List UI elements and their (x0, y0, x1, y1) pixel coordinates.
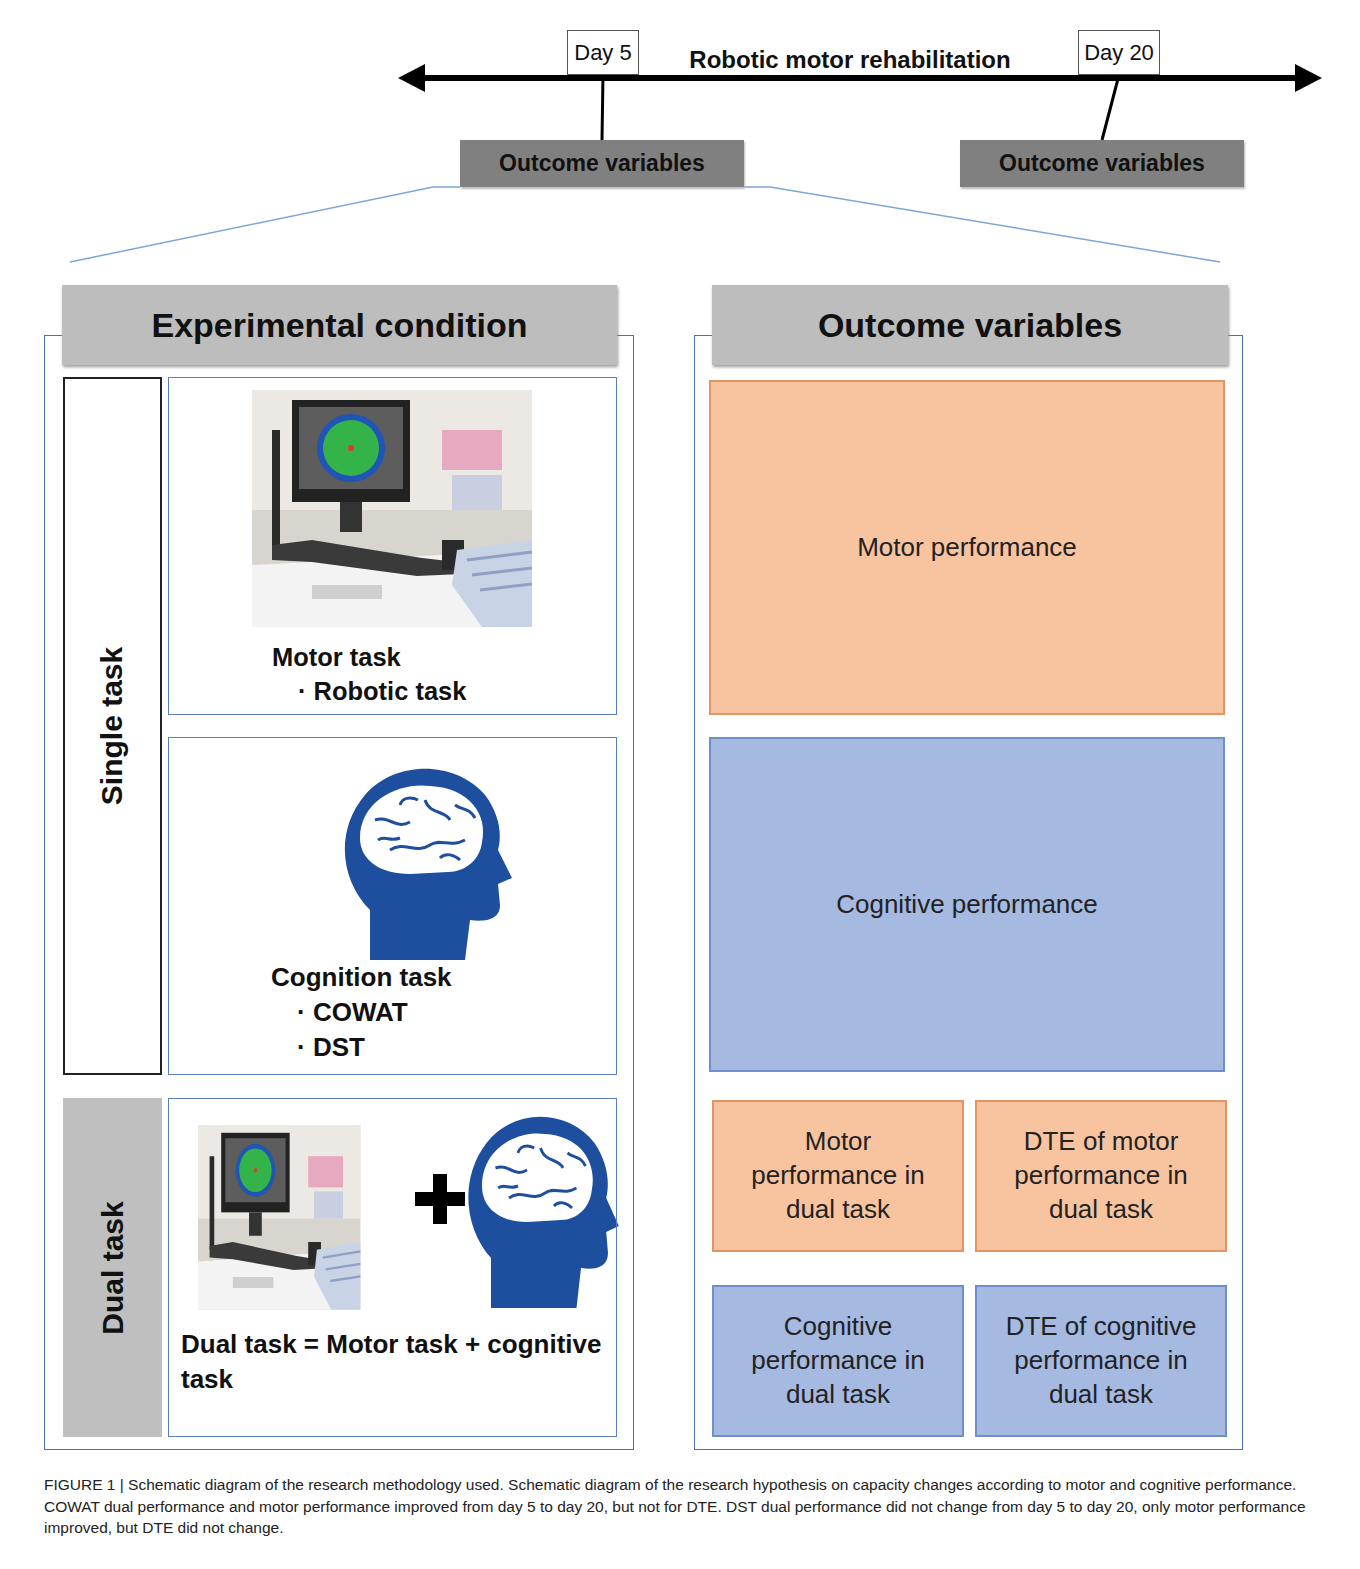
robot-photo (198, 1125, 360, 1310)
band-label: Dual task (96, 1201, 130, 1334)
outcome-box: Outcome variables (460, 140, 744, 187)
robot-photo (252, 390, 532, 627)
task-title: Dual task = Motor task + cognitive task (181, 1327, 606, 1397)
band-label: Single task (96, 647, 130, 805)
panel: Experimental conditionSingle task Motor t… (44, 285, 634, 1450)
box-label: Motor performance (857, 531, 1077, 565)
box-label: Outcome variables (999, 150, 1205, 177)
brain-head-icon (468, 1117, 618, 1308)
box-label: Motor performance in dual task (730, 1125, 946, 1226)
outcome-box: Motor performance (709, 380, 1225, 715)
zoom-line (70, 187, 460, 262)
task-title: Motor task (272, 640, 602, 674)
brain-head-icon (345, 769, 512, 960)
panel-heading: Outcome variables (818, 306, 1122, 345)
box-label: Cognitive performance in dual task (730, 1310, 946, 1411)
outcome-box: DTE of cognitive performance in dual tas… (975, 1285, 1227, 1437)
zoom-line (744, 187, 1220, 262)
day-box: Day 20 (1078, 30, 1160, 75)
panel-heading: Experimental condition (152, 306, 528, 345)
box-label: Day 20 (1084, 40, 1154, 66)
connector-line (602, 75, 603, 140)
outcome-box: Motor performance in dual task (712, 1100, 964, 1252)
timeline-arrowhead (398, 64, 425, 92)
task-title: Cognition task (271, 960, 601, 995)
tick-connector (602, 75, 603, 140)
condition-box: Dual task = Motor task + cognitive task (168, 1098, 617, 1437)
task-item: · COWAT (271, 995, 601, 1030)
connector-line (1102, 75, 1119, 140)
outcome-box: Outcome variables (960, 140, 1244, 187)
task-item: · DST (271, 1030, 601, 1065)
outcome-box: DTE of motor performance in dual task (975, 1100, 1227, 1252)
box-label: Day 5 (574, 40, 631, 66)
text-block: Motor task· Robotic task (272, 640, 602, 709)
day-box: Day 5 (567, 30, 639, 75)
box-label: DTE of cognitive performance in dual tas… (993, 1310, 1209, 1411)
panel-header: Outcome variables (712, 285, 1228, 365)
timeline-label: Robotic motor rehabilitation (683, 46, 1016, 74)
task-item: · Robotic task (272, 674, 602, 708)
outcome-box: Cognitive performance in dual task (712, 1285, 964, 1437)
outcome-box: Cognitive performance (709, 737, 1225, 1072)
condition-box: Cognition task· COWAT· DST (168, 737, 617, 1075)
condition-box: Motor task· Robotic task (168, 377, 617, 715)
box-label: Cognitive performance (836, 888, 1098, 922)
timeline (418, 75, 1302, 81)
plus-symbol (415, 1174, 465, 1224)
panel-header: Experimental condition (62, 285, 617, 365)
box-label: Outcome variables (499, 150, 705, 177)
task-band: Dual task (63, 1098, 162, 1437)
task-band: Single task (63, 377, 162, 1075)
text-block: Dual task = Motor task + cognitive task (181, 1327, 606, 1397)
tick-connector (1102, 75, 1119, 140)
panel: Outcome variablesMotor performanceCognit… (694, 285, 1243, 1450)
text-block: Cognition task· COWAT· DST (271, 960, 601, 1065)
figure-caption: FIGURE 1 | Schematic diagram of the rese… (44, 1474, 1326, 1539)
timeline-arrowhead (1295, 64, 1322, 92)
box-label: DTE of motor performance in dual task (993, 1125, 1209, 1226)
